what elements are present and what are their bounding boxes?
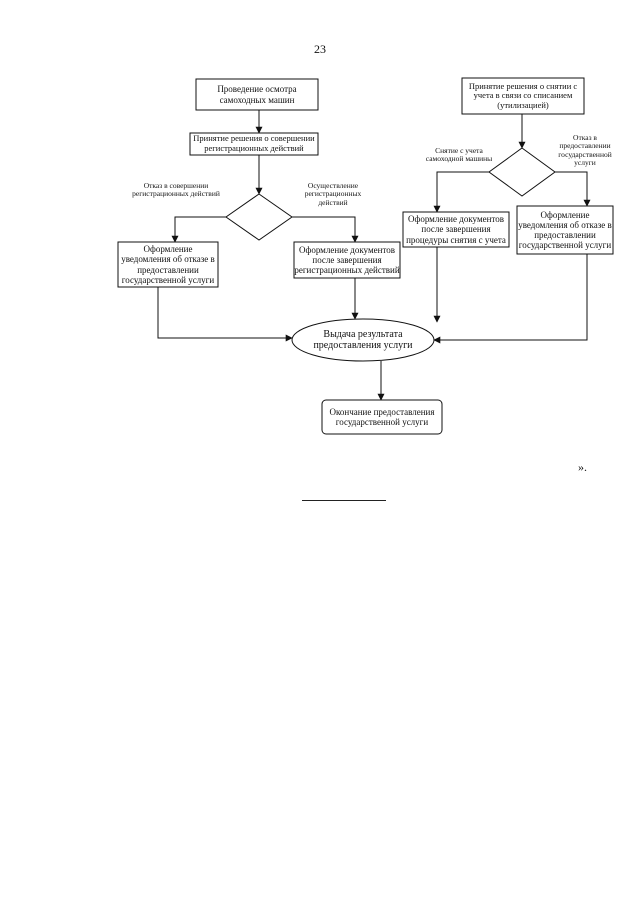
decision-registration-text: Принятие решения о совершении регистраци…	[193, 133, 315, 153]
arrow-refusal-left-to-result	[157, 287, 293, 342]
documents-after-deregistration-text: Оформление документов после завершения п…	[406, 214, 506, 245]
decision-deregistration-box	[461, 77, 585, 115]
label-deregister-machine: Снятие с учета самоходной машины	[425, 146, 493, 164]
refusal-notice-left-box	[117, 241, 219, 288]
decision-diamond-right	[488, 147, 556, 197]
footer-divider	[302, 500, 386, 501]
arrow-diamond-left-to-documents	[292, 216, 359, 243]
refusal-notice-left-text: Оформление уведомления об отказе в предо…	[121, 244, 215, 285]
closing-quote: ».	[578, 460, 587, 474]
refusal-notice-right-text: Оформление уведомления об отказе в предо…	[518, 209, 612, 251]
decision-deregistration-text: Принятие решения о снятии с учета в связ…	[468, 80, 578, 110]
arrow-diamond-left-to-refusal	[171, 216, 226, 243]
inspection-box	[195, 78, 319, 111]
label-refusal-service: Отказ в предоставлении государственной у…	[558, 133, 612, 168]
refusal-notice-right-box	[516, 205, 614, 255]
label-perform-registration: Осуществление регистрационных действий	[304, 181, 362, 207]
arrow-diamond-right-to-documents	[433, 171, 489, 213]
inspection-text: Проведение осмотра самоходных машин	[217, 84, 297, 105]
arrow-diamond-right-to-refusal	[555, 171, 591, 207]
issue-result-text: Выдача результата предоставления услуги	[313, 328, 413, 351]
decision-registration-box	[189, 132, 319, 156]
documents-after-deregistration-box	[402, 211, 510, 248]
decision-diamond-left	[225, 193, 293, 241]
page-number: 23	[314, 42, 326, 56]
label-refusal-registration: Отказ в совершении регистрационных дейст…	[132, 181, 220, 199]
arrow-refusal-right-to-result	[433, 254, 588, 344]
end-service-text: Окончание предоставления государственной…	[329, 406, 435, 427]
documents-after-registration-box	[293, 241, 401, 279]
documents-after-registration-text: Оформление документов после завершения р…	[294, 244, 400, 276]
